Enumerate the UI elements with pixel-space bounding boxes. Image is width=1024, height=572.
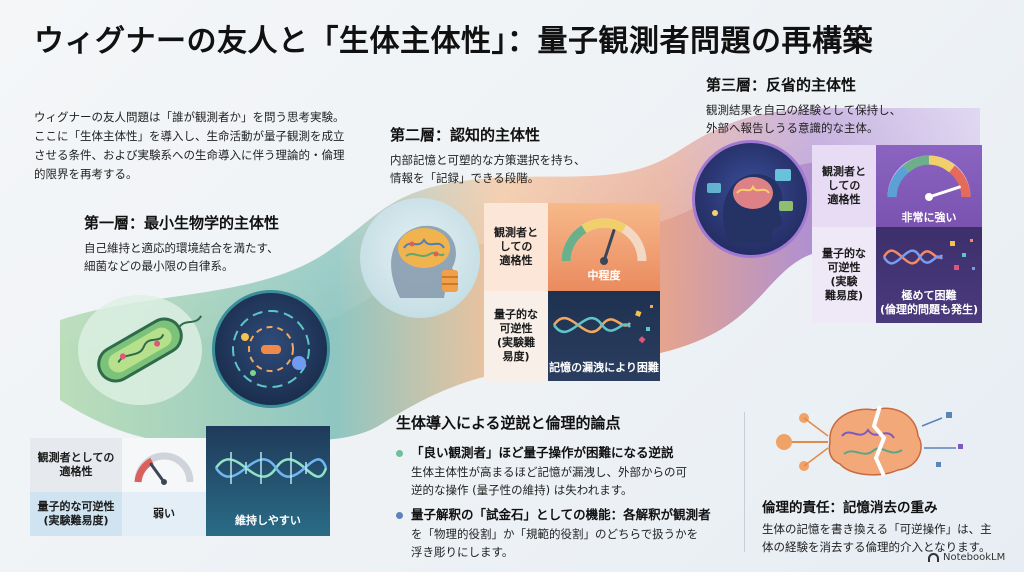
brand-label: NotebookLM — [943, 552, 1006, 563]
cell-network-icon — [212, 290, 330, 408]
layer2-dna-panel: 記憶の漏洩により困難 — [548, 291, 660, 381]
layer3-reversibility-label-cell: 量子的な 可逆性 (実験 難易度) — [812, 227, 876, 323]
bullet-dot-icon — [396, 450, 403, 457]
intro-line: ウィグナーの友人問題は「誰が観測者か」を問う思考実験。 — [34, 110, 345, 124]
paradox-bullet-head: 量子解釈の「試金石」としての機能：各解釈が観測者 — [411, 507, 711, 522]
layer1-dna-panel: 維持しやすい — [206, 426, 330, 536]
dna-helix-icon — [882, 239, 975, 270]
layer2-desc-line: 情報を「記録」できる段階。 — [390, 171, 540, 185]
layer2-description: 内部記憶と可塑的な方策選択を持ち、 情報を「記録」できる段階。 — [390, 151, 650, 187]
layer1-observer-gauge — [122, 438, 206, 492]
layer3-reversibility-label: 量子的な 可逆性 (実験 難易度) — [822, 247, 866, 302]
layer2-reversibility-label-cell: 量子的な 可逆性 (実験難 易度) — [484, 291, 548, 381]
layer2-observer-value: 中程度 — [587, 269, 621, 282]
paradox-title: 生体導入による逆説と倫理的論点 — [396, 414, 621, 432]
layer2-desc-line: 内部記憶と可塑的な方策選択を持ち、 — [390, 153, 586, 167]
layer2-observer-label-cell: 観測者と しての 適格性 — [484, 203, 548, 291]
section-divider — [744, 412, 745, 552]
paradox-bullet: 量子解釈の「試金石」としての機能：各解釈が観測者 を「物理的役割」か「規範的役割… — [396, 505, 736, 561]
notebooklm-logo-icon — [928, 553, 939, 562]
intro-line: ここに「生体主体性」を導入し、生命活動が量子観測を成立 — [34, 129, 345, 143]
intro-text: ウィグナーの友人問題は「誰が観測者か」を問う思考実験。 ここに「生体主体性」を導… — [34, 108, 374, 184]
brand-watermark: NotebookLM — [928, 552, 1005, 563]
layer3-observer-gauge: 非常に強い — [876, 145, 982, 227]
layer1-observer-value: 弱い — [153, 507, 175, 520]
bullet-dot-icon — [396, 512, 403, 519]
layer1-observer-label: 観測者としての 適格性 — [37, 451, 115, 478]
paradox-bullet-body-line: を「物理的役割」か「規範的役割」のどちらで扱うかを — [411, 527, 699, 541]
layer3-title: 第三層：反省的主体性 — [706, 76, 857, 94]
layer3-observer-value: 非常に強い — [901, 211, 957, 224]
paradox-bullet: 「良い観測者」ほど量子操作が困難になる逆説 生体主体性が高まるほど記憶が漏洩し、… — [396, 443, 736, 499]
layer1-observer-label-cell: 観測者としての 適格性 — [30, 438, 122, 492]
ethics-body-line: 体の経験を消去する倫理的介入となります。 — [762, 540, 991, 554]
layer3-observer-label: 観測者と しての 適格性 — [822, 165, 866, 206]
layer3-observer-label-cell: 観測者と しての 適格性 — [812, 145, 876, 227]
layer2-title: 第二層：認知的主体性 — [390, 126, 541, 144]
paradox-bullet-body-line: 生体主体性が高まるほど記憶が漏洩し、外部からの可 — [411, 465, 687, 479]
layer3-desc-line: 観測結果を自己の経験として保持し、 — [706, 103, 902, 117]
layer1-observer-value-cell: 弱い — [122, 492, 206, 536]
layer3-dna-panel: 極めて困難 (倫理的問題も発生) — [876, 227, 982, 323]
gauge-icon — [887, 155, 971, 201]
layer1-title: 第一層：最小生物学的主体性 — [84, 214, 280, 232]
layer1-reversibility-label: 量子的な可逆性 (実験難易度) — [37, 500, 115, 527]
ethics-title: 倫理的責任：記憶消去の重み — [762, 500, 938, 516]
layer1-description: 自己維持と適応的環境結合を満たす、 細菌などの最小限の自律系。 — [84, 239, 344, 275]
dna-helix-icon — [214, 452, 328, 484]
layer2-observer-label: 観測者と しての 適格性 — [494, 226, 538, 267]
layer2-observer-gauge: 中程度 — [548, 203, 660, 291]
dna-helix-icon — [552, 305, 653, 344]
layer3-desc-line: 外部へ報告しうる意識的な主体。 — [706, 121, 879, 135]
layer1-desc-line: 自己維持と適応的環境結合を満たす、 — [84, 241, 279, 255]
layer1-reversibility-value: 維持しやすい — [235, 514, 301, 527]
intro-line: させる条件、および実験系への生命導入に伴う理論的・倫理 — [34, 148, 345, 162]
layer2-reversibility-value: 記憶の漏洩により困難 — [549, 361, 659, 374]
layer1-desc-line: 細菌などの最小限の自律系。 — [84, 259, 234, 273]
paradox-bullet-body-line: 逆的な操作 (量子性の維持) は失われます。 — [411, 483, 633, 497]
page-title: ウィグナーの友人と「生体主体性」：量子観測者問題の再構築 — [34, 24, 873, 59]
gauge-icon — [134, 452, 194, 485]
brain-head-icon — [360, 198, 480, 318]
layer1-reversibility-label-cell: 量子的な可逆性 (実験難易度) — [30, 492, 122, 536]
layer2-reversibility-label: 量子的な 可逆性 (実験難 易度) — [494, 308, 538, 363]
layer3-reversibility-value: 極めて困難 (倫理的問題も発生) — [879, 289, 979, 316]
bacterium-icon — [78, 295, 202, 405]
gauge-icon — [561, 218, 647, 265]
ethics-body: 生体の記憶を書き換える「可逆操作」は、主 体の経験を消去する倫理的介入となります… — [762, 520, 1012, 556]
ethics-body-line: 生体の記憶を書き換える「可逆操作」は、主 — [762, 522, 992, 536]
paradox-bullet-body-line: 浮き彫りにします。 — [411, 545, 514, 559]
paradox-bullet-head: 「良い観測者」ほど量子操作が困難になる逆説 — [411, 445, 674, 460]
layer3-description: 観測結果を自己の経験として保持し、 外部へ報告しうる意識的な主体。 — [706, 101, 966, 137]
broken-brain-icon — [776, 405, 963, 477]
intro-line: 的限界を再考する。 — [34, 167, 138, 181]
reflective-mind-icon — [692, 140, 810, 258]
